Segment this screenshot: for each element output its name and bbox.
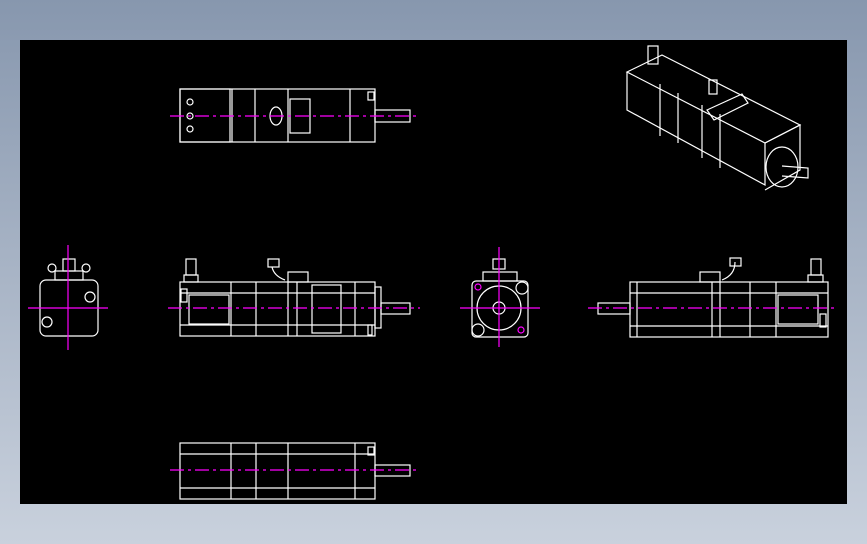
isometric-view xyxy=(625,45,809,191)
front-end-view xyxy=(460,247,540,347)
left-end-view xyxy=(28,245,108,350)
rear-side-view xyxy=(588,257,838,338)
top-view xyxy=(170,88,420,143)
bottom-view xyxy=(170,442,420,500)
side-view xyxy=(168,258,420,337)
